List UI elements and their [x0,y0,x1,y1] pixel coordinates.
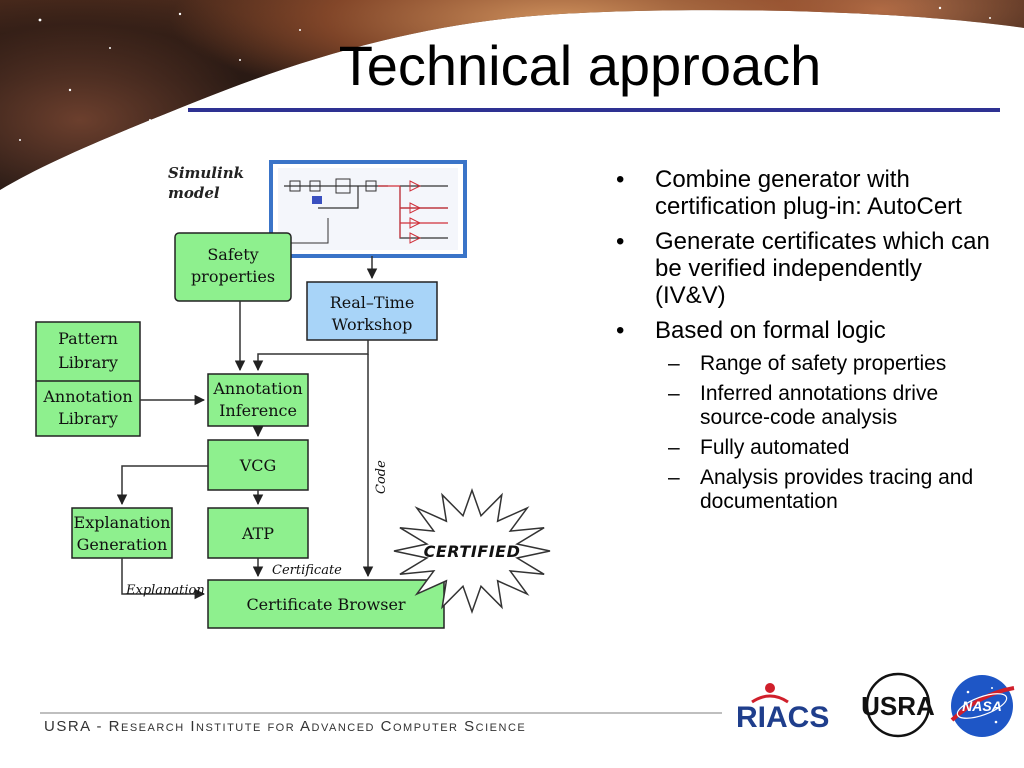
annotation-inference-box [207,373,309,427]
real-time-workshop-label: Real–Time [330,293,415,312]
sub-bullet-item: –Inferred annotations drive source-code … [668,382,939,429]
bullet-item: •Based on formal logic [616,317,886,344]
atp-box [207,507,309,559]
vcg-box [207,439,309,491]
certified-label: CERTIFIED [424,542,521,561]
star-field [19,6,991,141]
usra-wordmark: USRA [861,691,935,721]
title-underline [188,108,1000,112]
simulink-model-image [269,160,467,258]
annotation-inference-label: Annotation [212,379,302,398]
pattern-library-label: Pattern [58,329,118,348]
sub-bullet-item: –Range of safety properties [668,352,947,375]
sub-bullet-item: –Fully automated [668,436,850,459]
nasa-meatball-logo: NASA [950,675,1015,737]
bullet-item: •Combine generator with certification pl… [616,166,962,220]
riacs-logo: RIACS [736,683,829,734]
riacs-wordmark: RIACS [736,701,829,734]
safety-properties-box [174,232,292,302]
bullet-list: •Combine generator with certification pl… [612,166,1012,520]
certificate-browser-box [207,579,445,629]
pattern-library-box [35,321,141,437]
footer-organization: USRA - Research Institute for Advanced C… [44,718,527,735]
usra-logo: USRA [861,672,935,738]
explanation-edge-label: Explanation [125,583,205,598]
certified-starburst: CERTIFIED [393,487,551,615]
real-time-workshop-box [306,281,438,341]
atp-label: ATP [241,524,274,543]
annotation-library-label: Annotation [42,387,132,406]
certificate-browser-label: Certificate Browser [246,595,405,614]
page-title: Technical approach [338,34,822,97]
explanation-generation-label: Explanation [74,513,171,532]
sub-bullet-item: –Analysis provides tracing and documenta… [668,466,974,513]
certificate-edge-label: Certificate [272,563,342,578]
bullet-item: •Generate certificates which can be veri… [616,228,990,309]
footer-divider [40,712,722,714]
code-edge-label: Code [374,460,389,494]
safety-properties-label: Safety [207,245,258,264]
explanation-generation-box [71,507,173,559]
vcg-label: VCG [239,456,277,475]
nasa-wordmark: NASA [962,698,1002,714]
logo-strip: RIACS USRA NASA [736,672,1015,738]
